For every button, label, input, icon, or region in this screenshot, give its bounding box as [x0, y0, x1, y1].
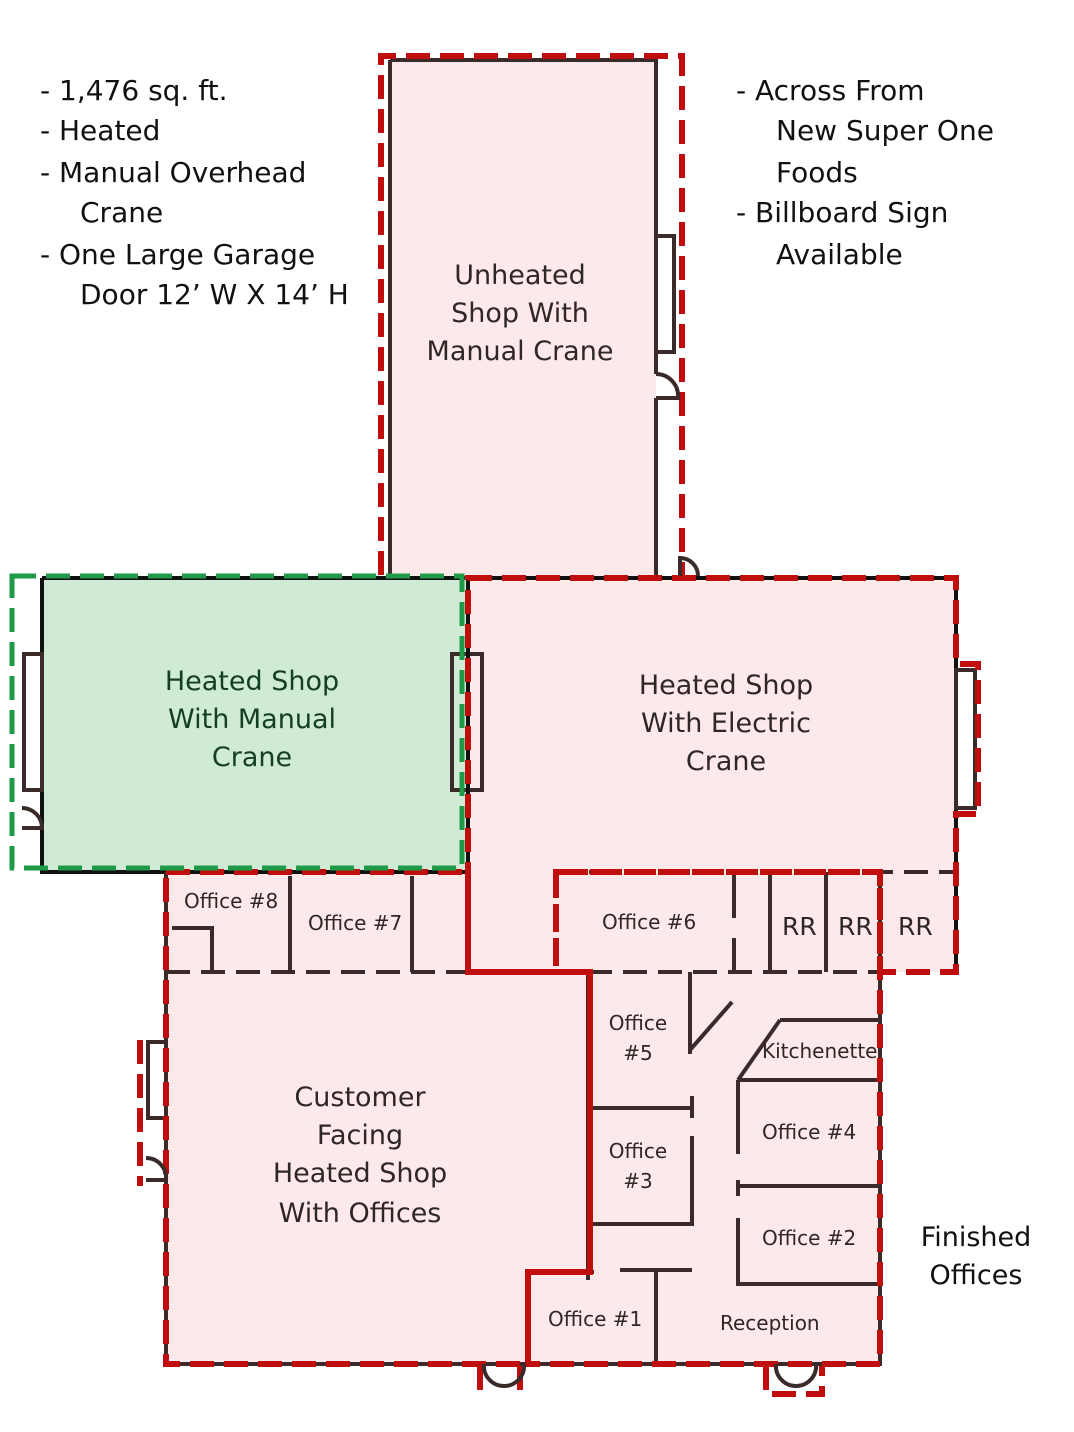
note-right-3: Foods: [776, 156, 858, 189]
reception-label: Reception: [720, 1311, 820, 1335]
finished-offices-label: Finished Offices: [921, 1222, 1032, 1291]
svg-text:#3: #3: [623, 1169, 652, 1193]
office-3-label: Office #3: [609, 1139, 667, 1193]
other-tenant-outlines: [137, 53, 981, 1397]
unheated-shop-fill: [390, 60, 656, 576]
svg-text:Customer: Customer: [294, 1082, 426, 1113]
heated-shop-electric-label: Heated Shop With Electric Crane: [639, 670, 813, 777]
restroom-2-label: RR: [838, 912, 873, 941]
svg-text:Shop With: Shop With: [451, 298, 589, 329]
svg-text:#5: #5: [623, 1041, 652, 1065]
notes-right: - Across From New Super One Foods - Bill…: [736, 74, 994, 271]
restroom-3-label: RR: [898, 912, 933, 941]
office-5-label: Office #5: [609, 1011, 667, 1065]
heated-shop-electric-fill: [468, 578, 956, 872]
note-right-5: Available: [776, 238, 903, 271]
note-left-5: - One Large Garage: [40, 238, 315, 271]
office-1-label: Office #1: [548, 1307, 642, 1331]
svg-text:With Manual: With Manual: [168, 704, 336, 735]
unheated-shop-label: Unheated Shop With Manual Crane: [427, 260, 614, 367]
office-2-label: Office #2: [762, 1226, 856, 1250]
note-left-4: Crane: [80, 196, 163, 229]
office-6-label: Office #6: [602, 910, 696, 934]
office-4-label: Office #4: [762, 1120, 856, 1144]
notes-left: - 1,476 sq. ft. - Heated - Manual Overhe…: [40, 74, 349, 311]
heated-shop-manual-fill: [42, 578, 466, 872]
note-left-3: - Manual Overhead: [40, 156, 306, 189]
svg-text:Unheated: Unheated: [454, 260, 585, 291]
customer-shop-label: Customer Facing Heated Shop With Offices: [273, 1082, 447, 1229]
note-right-4: - Billboard Sign: [736, 196, 948, 229]
svg-text:Heated Shop: Heated Shop: [639, 670, 813, 701]
svg-text:With Offices: With Offices: [279, 1198, 442, 1229]
office-7-label: Office #7: [308, 911, 402, 935]
kitchenette-label: Kitchenette: [762, 1039, 877, 1063]
office-8-label: Office #8: [184, 889, 278, 913]
restroom-1-label: RR: [782, 912, 817, 941]
svg-text:Offices: Offices: [930, 1260, 1023, 1291]
svg-text:Finished: Finished: [921, 1222, 1032, 1253]
svg-text:Office: Office: [609, 1011, 667, 1035]
heated-shop-manual-label: Heated Shop With Manual Crane: [165, 666, 339, 773]
door-swings: [21, 371, 819, 1389]
office-strip-left-fill: [166, 872, 468, 972]
note-left-2: - Heated: [40, 114, 160, 147]
svg-text:Facing: Facing: [317, 1120, 403, 1151]
svg-text:Heated Shop: Heated Shop: [273, 1158, 447, 1189]
walls: [22, 58, 977, 1366]
note-left-1: - 1,476 sq. ft.: [40, 74, 227, 107]
svg-text:Office: Office: [609, 1139, 667, 1163]
office-strip-right-fill: [468, 872, 956, 972]
note-left-6: Door 12’ W X 14’ H: [80, 278, 349, 311]
customer-shop-fill: [166, 972, 880, 1364]
note-right-1: - Across From: [736, 74, 925, 107]
note-right-2: New Super One: [776, 114, 994, 147]
svg-text:Heated Shop: Heated Shop: [165, 666, 339, 697]
svg-text:Crane: Crane: [212, 742, 292, 773]
svg-text:With Electric: With Electric: [641, 708, 811, 739]
svg-text:Crane: Crane: [686, 746, 766, 777]
svg-text:Manual Crane: Manual Crane: [427, 336, 614, 367]
